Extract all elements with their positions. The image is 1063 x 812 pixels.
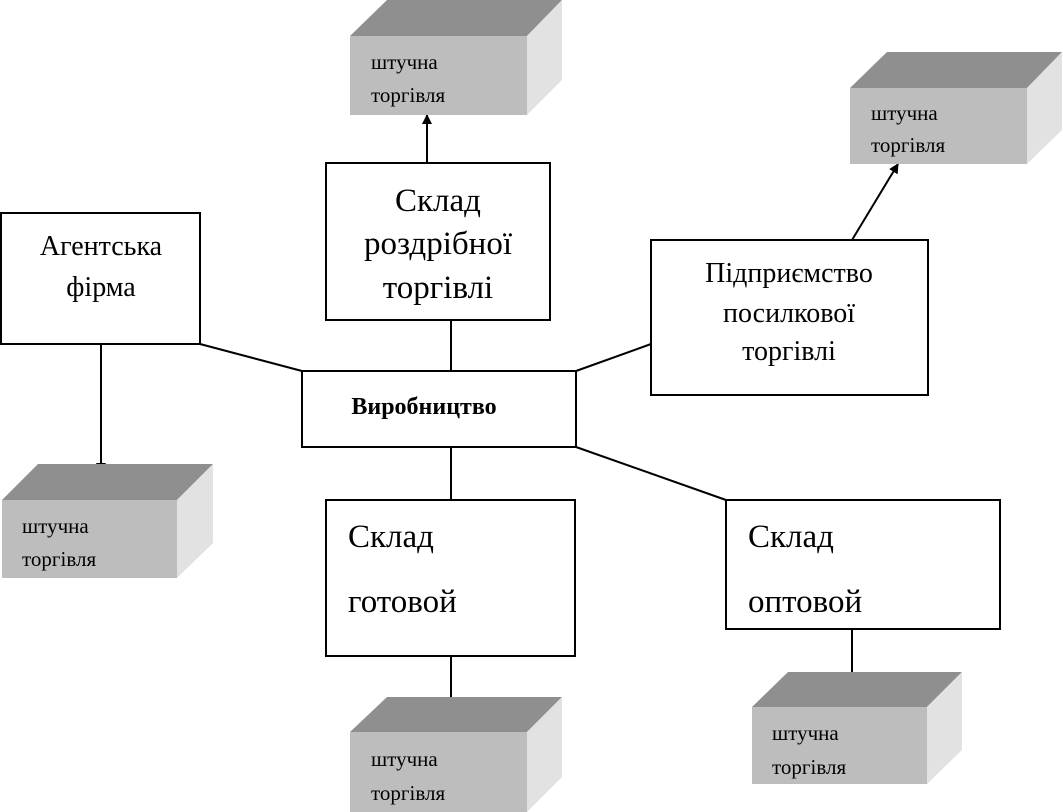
cube-bottom-line1: штучна — [371, 747, 438, 771]
cube-bottom-right: штучна торгівля — [752, 672, 962, 784]
node-agency: Агентська фірма — [0, 212, 201, 345]
connector-agency-production — [199, 343, 303, 372]
cube-bottom-line2: торгівля — [371, 781, 445, 805]
node-production: Виробництво — [301, 370, 577, 448]
mailorder-line2: посилкової — [723, 298, 855, 329]
arrow-mailorder-to-cube — [851, 163, 899, 241]
cube-top-right-line1: штучна — [871, 101, 938, 125]
node-wholesale-warehouse: Склад оптовой — [725, 499, 1001, 630]
cube-left-line1: штучна — [22, 514, 89, 538]
production-label: Виробництво — [351, 394, 496, 420]
connector-mailorder-production — [575, 343, 652, 372]
wholesale-line2: оптовой — [748, 584, 862, 620]
cube-bottom: штучна торгівля — [350, 697, 562, 812]
connector-production-wholesale — [575, 446, 727, 501]
cube-bottom-right-line2: торгівля — [772, 755, 846, 779]
finished-line2: готовой — [348, 584, 457, 620]
mailorder-line3: торгівлі — [742, 336, 836, 367]
agency-line2: фірма — [66, 272, 136, 303]
cube-top-line2: торгівля — [371, 83, 445, 107]
cube-bottom-right-line1: штучна — [772, 721, 839, 745]
node-mail-order: Підприємство посилкової торгівлі — [650, 239, 929, 396]
cube-top-right-line2: торгівля — [871, 133, 945, 157]
node-finished-warehouse: Склад готовой — [325, 499, 576, 657]
wholesale-line1: Склад — [748, 519, 834, 555]
retail-line2: роздрібної — [364, 226, 513, 262]
cube-top-right: штучна торгівля — [850, 52, 1062, 164]
mailorder-line1: Підприємство — [705, 258, 873, 289]
finished-line1: Склад — [348, 519, 434, 555]
agency-line1: Агентська — [40, 231, 163, 262]
cube-top-line1: штучна — [371, 50, 438, 74]
node-retail-warehouse: Склад роздрібної торгівлі — [325, 162, 551, 321]
retail-line3: торгівлі — [383, 270, 493, 306]
retail-line1: Склад — [395, 183, 481, 219]
cube-left-line2: торгівля — [22, 547, 96, 571]
cube-left: штучна торгівля — [2, 464, 213, 578]
cube-top: штучна торгівля — [350, 0, 562, 115]
